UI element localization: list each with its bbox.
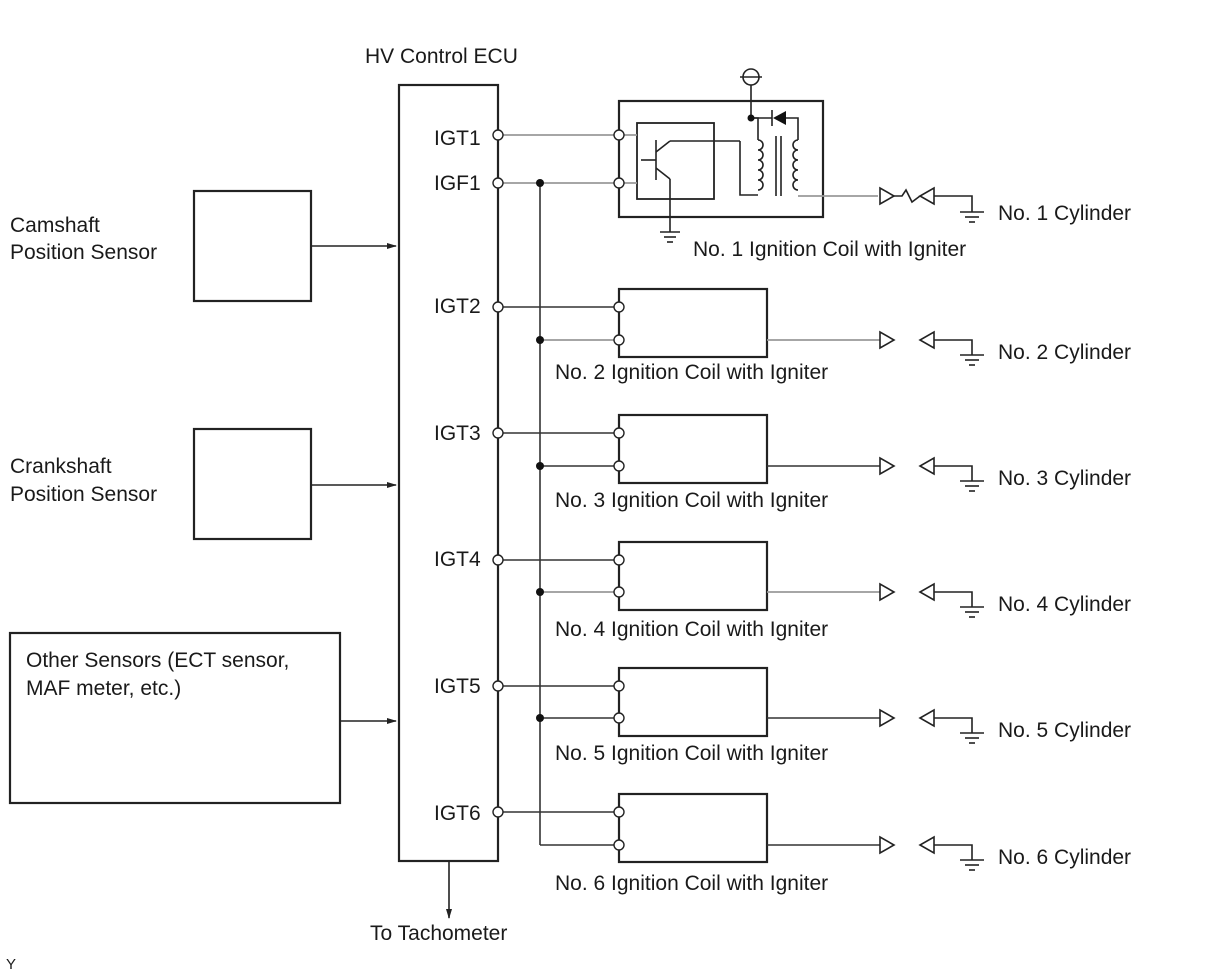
cylinder-3-ground-icon <box>960 480 984 492</box>
terminal-label-igt3: IGT3 <box>434 422 481 445</box>
coil-1-igniter-box <box>636 122 715 200</box>
coil-5-box <box>617 666 769 738</box>
coil-5-igf-terminal <box>613 712 625 724</box>
ecu-terminal-igt5 <box>492 680 504 692</box>
ecu-terminal-igt1 <box>492 129 504 141</box>
coil-1-igf-terminal <box>613 177 625 189</box>
coil-6-igt-terminal <box>613 806 625 818</box>
terminal-label-igt6: IGT6 <box>434 802 481 825</box>
terminal-label-igt1: IGT1 <box>434 127 481 150</box>
coil-2-igt-terminal <box>613 301 625 313</box>
cylinder-6-label: No. 6 Cylinder <box>998 846 1131 869</box>
cylinder-2-label: No. 2 Cylinder <box>998 341 1131 364</box>
coil-4-spark-plug-icon <box>879 582 973 607</box>
crankshaft-sensor-label-1: Crankshaft <box>10 455 112 478</box>
crankshaft-sensor-label-2: Position Sensor <box>10 483 157 506</box>
coil-3-box <box>617 413 769 485</box>
coil-2-box <box>617 287 769 359</box>
igf-junction-3 <box>536 462 544 470</box>
coil-1-spark-plug-icon <box>879 186 973 212</box>
cylinder-5-label: No. 5 Cylinder <box>998 719 1131 742</box>
coil-2-spark-plug-icon <box>879 330 973 355</box>
coil-5-label: No. 5 Ignition Coil with Igniter <box>555 742 828 765</box>
camshaft-sensor-label-2: Position Sensor <box>10 241 157 264</box>
ecu-terminal-igt4 <box>492 554 504 566</box>
coil-4-box <box>617 540 769 612</box>
ecu-box <box>397 83 500 863</box>
coil-6-box <box>617 792 769 864</box>
ecu-terminal-igt2 <box>492 301 504 313</box>
coil-6-spark-plug-icon <box>879 835 973 860</box>
coil-1-label: No. 1 Ignition Coil with Igniter <box>693 238 966 261</box>
coil-2-label: No. 2 Ignition Coil with Igniter <box>555 361 828 384</box>
coil-2-igf-terminal <box>613 334 625 346</box>
terminal-label-igf1: IGF1 <box>434 172 481 195</box>
cylinder-3-label: No. 3 Cylinder <box>998 467 1131 490</box>
other-sensors-label-1: Other Sensors (ECT sensor, <box>26 649 289 672</box>
cylinder-4-ground-icon <box>960 606 984 618</box>
terminal-label-igt5: IGT5 <box>434 675 481 698</box>
coil-4-label: No. 4 Ignition Coil with Igniter <box>555 618 828 641</box>
coil-5-igt-terminal <box>613 680 625 692</box>
ecu-terminal-igf1 <box>492 177 504 189</box>
tachometer-label: To Tachometer <box>370 922 507 945</box>
cylinder-2-ground-icon <box>960 354 984 366</box>
other-sensors-box <box>8 631 342 805</box>
coil-1-igt-terminal <box>613 129 625 141</box>
cylinder-4-label: No. 4 Cylinder <box>998 593 1131 616</box>
coil-5-spark-plug-icon <box>879 708 973 733</box>
ecu-terminal-igt3 <box>492 427 504 439</box>
igf1-junction <box>536 179 544 187</box>
coil-6-label: No. 6 Ignition Coil with Igniter <box>555 872 828 895</box>
other-sensors-label-2: MAF meter, etc.) <box>26 677 181 700</box>
cylinder-1-ground-icon <box>960 211 984 223</box>
cylinder-5-ground-icon <box>960 732 984 744</box>
coil-1-transistor-icon <box>641 140 740 232</box>
cylinder-1-label: No. 1 Cylinder <box>998 202 1131 225</box>
coil-3-igf-terminal <box>613 460 625 472</box>
camshaft-sensor-box <box>192 189 313 303</box>
camshaft-sensor-label-1: Camshaft <box>10 214 100 237</box>
coil-1-transformer-icon <box>739 117 799 196</box>
coil-3-label: No. 3 Ignition Coil with Igniter <box>555 489 828 512</box>
coil-3-igt-terminal <box>613 427 625 439</box>
coil-3-spark-plug-icon <box>879 456 973 481</box>
igf-junction-2 <box>536 336 544 344</box>
crankshaft-sensor-box <box>192 427 313 541</box>
ecu-terminal-igt6 <box>492 806 504 818</box>
coil-4-igt-terminal <box>613 554 625 566</box>
terminal-label-igt2: IGT2 <box>434 295 481 318</box>
igf-junction-5 <box>536 714 544 722</box>
igf-junction-4 <box>536 588 544 596</box>
corner-mark: Y <box>6 956 16 973</box>
terminal-label-igt4: IGT4 <box>434 548 481 571</box>
ecu-title: HV Control ECU <box>365 45 518 68</box>
coil-4-igf-terminal <box>613 586 625 598</box>
power-source-icon <box>740 68 762 122</box>
coil-6-igf-terminal <box>613 839 625 851</box>
cylinder-6-ground-icon <box>960 859 984 871</box>
coil-1-ground-icon <box>660 231 680 243</box>
